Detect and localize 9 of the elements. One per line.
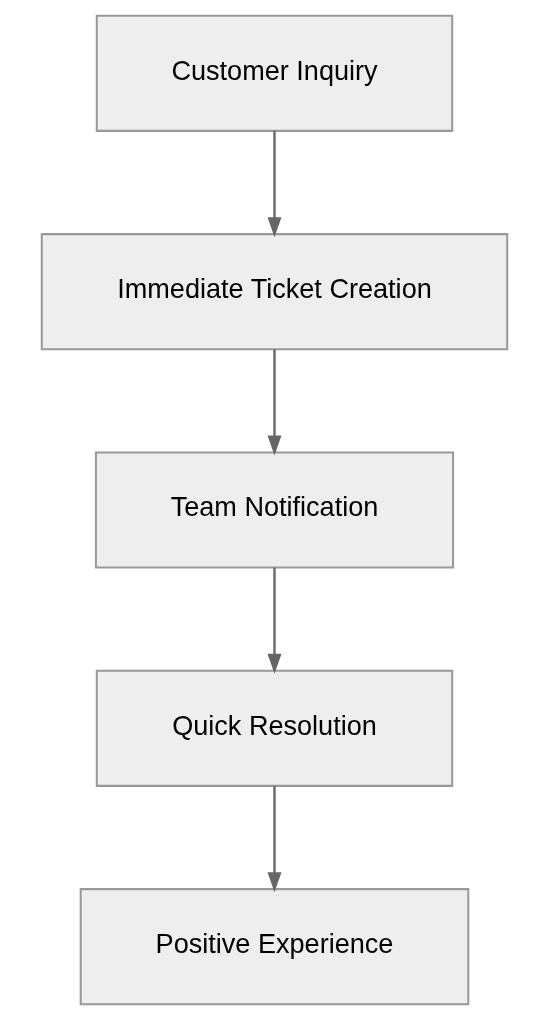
arrow — [267, 567, 281, 674]
node-box: Positive Experience — [79, 888, 469, 1006]
node-box: Quick Resolution — [95, 669, 453, 787]
arrow — [267, 130, 281, 238]
arrow — [267, 349, 281, 456]
node-box: Immediate Ticket Creation — [40, 233, 508, 351]
node-box: Team Notification — [94, 451, 454, 569]
node-box: Customer Inquiry — [95, 14, 453, 132]
arrow — [267, 785, 281, 893]
